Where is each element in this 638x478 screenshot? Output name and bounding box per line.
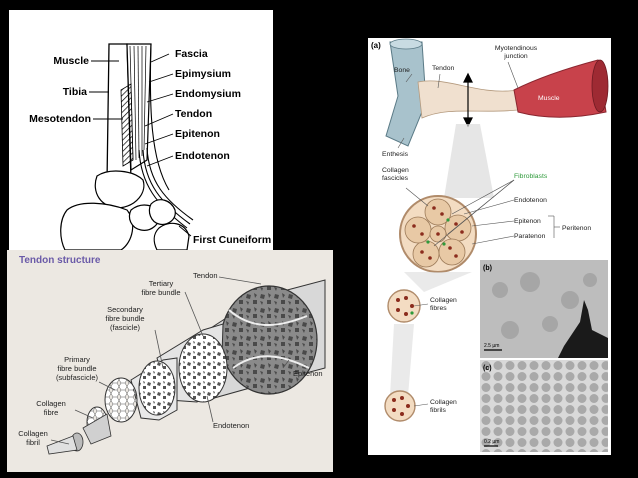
label-endotenon: Endotenon — [514, 197, 547, 204]
label-peritenon: Peritenon — [562, 225, 591, 232]
label-endotenon: Endotenon — [175, 150, 230, 162]
label-endomysium: Endomysium — [175, 88, 241, 100]
muscle-shape — [513, 59, 607, 118]
label-tendon: Tendon — [432, 65, 455, 72]
label-collagen-fascicles-2: fascicles — [382, 175, 409, 182]
fibril-cross-section — [384, 390, 416, 422]
label-myotendinous-2: junction — [503, 53, 528, 60]
label-scale-b: 2.5 µm — [484, 343, 499, 349]
zoom-cone-2 — [404, 272, 472, 292]
tendon-structure-title: Tendon structure — [19, 255, 101, 266]
label-secondary-1: Secondary — [107, 305, 143, 314]
label-primary-1: Primary — [64, 355, 90, 364]
mesotendon-region — [120, 83, 134, 167]
label-panel-a: (a) — [371, 41, 381, 50]
label-secondary-2: fibre bundle — [105, 314, 144, 323]
fascicle-fibres — [412, 206, 464, 260]
label-epitenon: Epitenon — [175, 128, 220, 140]
label-collagen-fibril-2: fibril — [26, 438, 40, 447]
label-muscle: Muscle — [53, 55, 89, 67]
label-tendon: Tendon — [175, 108, 212, 120]
label-panel-c: (c) — [483, 365, 492, 372]
label-epitenon: Epitenon — [514, 218, 541, 225]
collagen-fibre-cone — [82, 413, 112, 445]
zoom-cone-3 — [390, 324, 414, 396]
fibroblast-dots — [426, 218, 450, 246]
tendon-micro-panel: (a) — [368, 38, 611, 455]
micrograph-b-image: (b) 2.5 µm — [480, 260, 608, 358]
label-collagen-fibril-1: Collagen — [18, 429, 48, 438]
bone-end — [389, 38, 423, 50]
micro-leader-lines — [397, 61, 560, 407]
label-primary-2: fibre bundle — [57, 364, 96, 373]
micrograph-b: (b) 2.5 µm — [480, 260, 608, 358]
endotenon-septa — [228, 309, 310, 369]
label-myotendinous-1: Myotendinous — [495, 45, 538, 52]
label-tibia: Tibia — [63, 86, 87, 98]
label-collagen-fibres-2: fibres — [430, 305, 447, 312]
label-epitenon: Epitenon — [293, 369, 323, 378]
label-tendon-outer: Tendon — [193, 271, 218, 280]
label-tertiary-1: Tertiary — [149, 279, 174, 288]
label-collagen-fibres-1: Collagen — [430, 297, 457, 304]
label-first-cuneiform: First Cuneiform — [193, 234, 271, 246]
label-epimysium: Epimysium — [175, 68, 231, 80]
label-bone: Bone — [394, 67, 410, 74]
secondary-bundle-section — [138, 360, 176, 416]
leader-lines — [89, 53, 192, 237]
foot-bones — [60, 170, 190, 251]
tendon-micro-diagram: (a) — [371, 38, 609, 422]
label-fascia: Fascia — [175, 48, 208, 60]
fibroblast-cell — [558, 300, 608, 358]
primary-bundle-section — [104, 377, 138, 423]
label-paratenon: Paratenon — [514, 233, 546, 240]
tendon-structure-panel: Tendon structure Tendon Tertiary fibre b… — [7, 250, 333, 472]
label-collagen-fibrils-1: Collagen — [430, 399, 457, 406]
label-collagen-fibre-1: Collagen — [36, 399, 66, 408]
ankle-schematic-panel: Muscle Tibia Mesotendon Fascia Epimysium… — [9, 10, 273, 254]
label-scale-c: 0.2 µm — [484, 439, 499, 445]
zoom-cone-1 — [444, 124, 494, 198]
fibre-dots — [396, 296, 414, 316]
label-panel-b: (b) — [483, 265, 492, 272]
fibril-dots — [392, 396, 410, 416]
label-collagen-fibrils-2: fibrils — [430, 407, 446, 414]
fibre-fibroblast-dot — [410, 311, 414, 315]
tertiary-bundle-section — [178, 333, 228, 403]
label-collagen-fibre-2: fibre — [44, 408, 59, 417]
bone-shape — [385, 41, 427, 147]
micrograph-c-image: (c) 0.2 µm — [480, 360, 608, 452]
fascicle-lobes — [404, 198, 472, 268]
muscle-end — [591, 59, 609, 113]
label-fibroblasts: Fibroblasts — [514, 173, 548, 180]
label-muscle: Muscle — [538, 95, 560, 102]
micrograph-c: (c) 0.2 µm — [480, 360, 608, 452]
label-collagen-fascicles-1: Collagen — [382, 167, 409, 174]
tendon-structure-diagram: Tendon structure Tendon Tertiary fibre b… — [18, 255, 326, 455]
label-endotenon: Endotenon — [213, 421, 249, 430]
label-secondary-3: (fascicle) — [110, 323, 141, 332]
structure-leader-lines — [50, 276, 290, 445]
tension-arrow-icon — [463, 72, 473, 128]
label-enthesis: Enthesis — [382, 151, 409, 158]
label-mesotendon: Mesotendon — [29, 113, 91, 125]
label-primary-3: (subfascicle) — [56, 373, 99, 382]
label-tertiary-2: fibre bundle — [141, 288, 180, 297]
collagen-fibril-rod — [46, 435, 78, 455]
tendon-lines — [138, 43, 194, 229]
ankle-schematic: Muscle Tibia Mesotendon Fascia Epimysium… — [29, 43, 271, 251]
